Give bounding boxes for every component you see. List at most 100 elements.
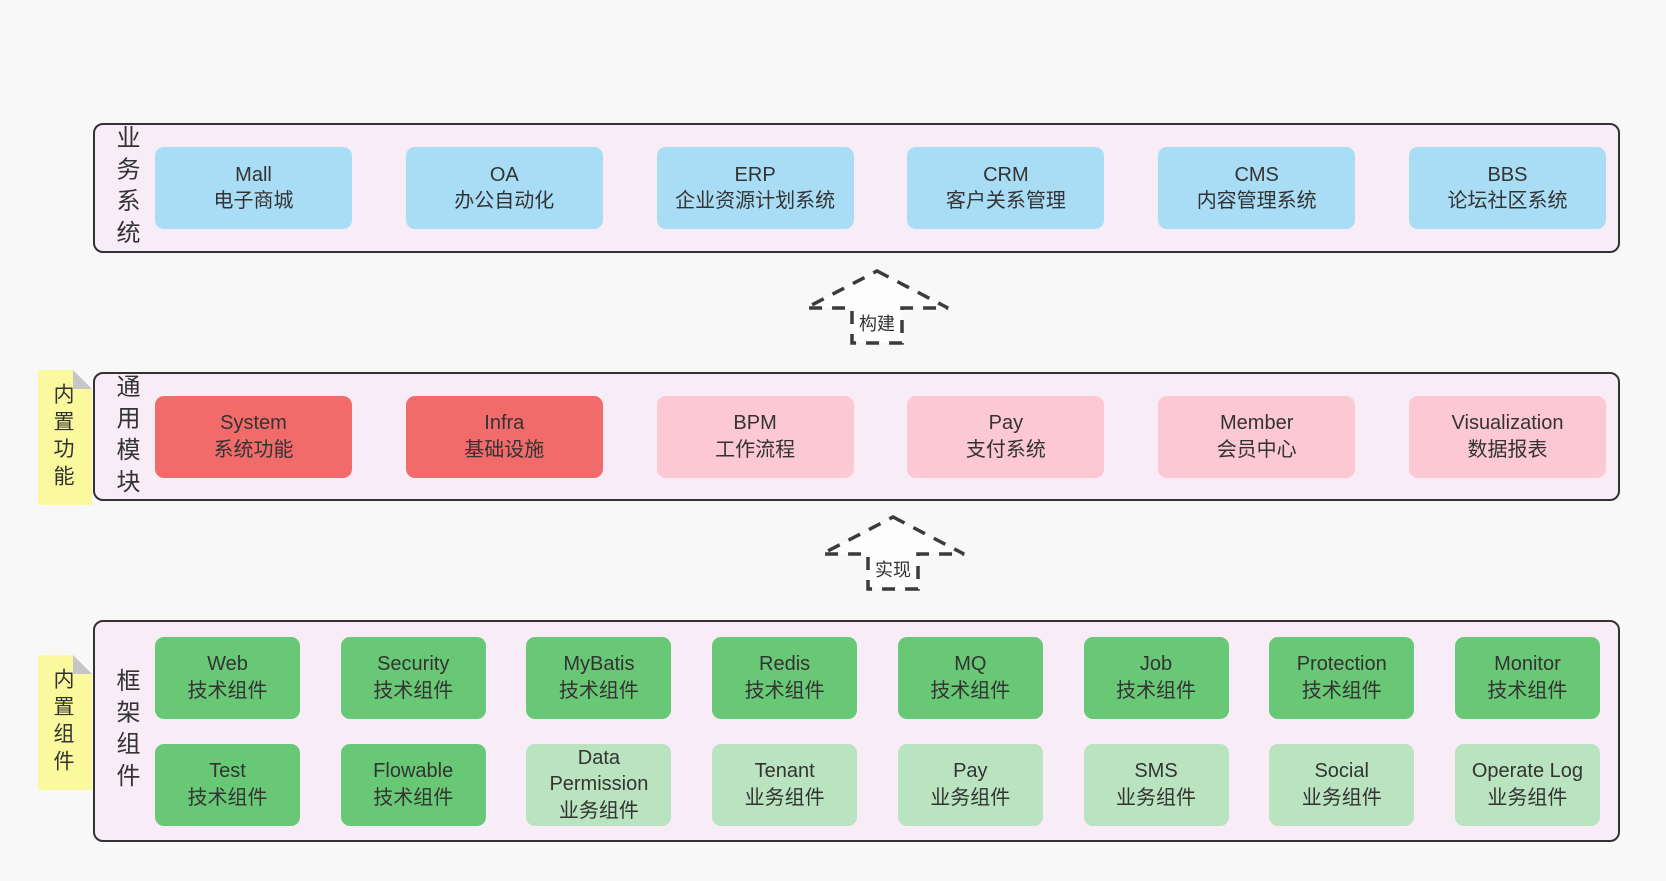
box-title: Job <box>1139 653 1173 676</box>
folded-corner-icon <box>73 370 92 389</box>
box-subtitle: 业务组件 <box>1301 786 1382 809</box>
box-title: Operate Log <box>1471 760 1584 783</box>
box-title: Test <box>209 760 246 783</box>
box-title: Pay <box>953 760 988 783</box>
box-subtitle: 业务组件 <box>558 799 639 822</box>
framework-components-band: 框架组件 Web 技术组件 Security 技术组件 MyBatis 技术组件… <box>93 620 1620 842</box>
box-sms: SMS 业务组件 <box>1083 743 1229 826</box>
box-subtitle: 工作流程 <box>715 438 796 461</box>
box-infra: Infra 基础设施 <box>405 395 603 478</box>
box-subtitle: 技术组件 <box>373 786 454 809</box>
box-title: OA <box>489 163 519 186</box>
sticky-note-label: 内置功能 <box>51 382 74 493</box>
box-subtitle: 业务组件 <box>1487 786 1568 809</box>
box-visualization: Visualization 数据报表 <box>1408 395 1606 478</box>
box-title: Pay <box>988 412 1024 435</box>
box-member: Member 会员中心 <box>1158 395 1356 478</box>
box-social: Social 业务组件 <box>1269 743 1415 826</box>
box-title: Infra <box>484 412 525 435</box>
box-pay-biz: Pay 业务组件 <box>897 743 1043 826</box>
box-title: System <box>220 412 287 435</box>
box-title: Tenant <box>754 760 815 783</box>
box-subtitle: 技术组件 <box>1487 679 1568 702</box>
box-mybatis: MyBatis 技术组件 <box>526 636 672 719</box>
box-flowable: Flowable 技术组件 <box>340 743 486 826</box>
box-title: Redis <box>759 653 811 676</box>
box-title: ERP <box>734 163 776 186</box>
box-subtitle: 技术组件 <box>930 679 1011 702</box>
dashed-up-arrow-shape <box>821 515 965 591</box>
box-job: Job 技术组件 <box>1083 636 1229 719</box>
box-title: BPM <box>733 412 777 435</box>
box-title: Member <box>1220 412 1294 435</box>
sticky-note-builtin-components: 内置组件 <box>38 655 92 790</box>
box-protection: Protection 技术组件 <box>1269 636 1415 719</box>
box-subtitle: 会员中心 <box>1216 438 1297 461</box>
box-title: Social <box>1314 760 1369 783</box>
box-monitor: Monitor 技术组件 <box>1454 636 1600 719</box>
box-title: Security <box>377 653 450 676</box>
box-subtitle: 客户关系管理 <box>945 190 1066 212</box>
sticky-note-label: 内置组件 <box>51 667 74 778</box>
box-cms: CMS 内容管理系统 <box>1158 147 1356 229</box>
box-bbs: BBS 论坛社区系统 <box>1408 147 1606 229</box>
box-title: BBS <box>1487 163 1528 186</box>
common-modules-band: 通用模块 System 系统功能 Infra 基础设施 BPM 工作流程 Pay… <box>93 372 1620 501</box>
box-title: MQ <box>954 653 987 676</box>
implement-arrow-label: 实现 <box>872 556 914 582</box>
box-title: Monitor <box>1494 653 1561 676</box>
box-title: Flowable <box>373 760 454 783</box>
box-subtitle: 企业资源计划系统 <box>675 190 836 212</box>
box-subtitle: 电子商城 <box>213 190 294 212</box>
box-subtitle: 技术组件 <box>187 679 268 702</box>
box-mq: MQ 技术组件 <box>897 636 1043 719</box>
box-erp: ERP 企业资源计划系统 <box>656 147 854 229</box>
box-subtitle: 支付系统 <box>965 438 1046 461</box>
band-label-framework: 框架组件 <box>112 667 139 795</box>
box-pay: Pay 支付系统 <box>907 395 1105 478</box>
box-security: Security 技术组件 <box>340 636 486 719</box>
band-label-business: 业务系统 <box>112 124 139 252</box>
box-bpm: BPM 工作流程 <box>656 395 854 478</box>
box-subtitle: 内容管理系统 <box>1196 190 1317 212</box>
box-test: Test 技术组件 <box>155 743 300 826</box>
box-operate-log: Operate Log 业务组件 <box>1454 743 1600 826</box>
box-title: MyBatis <box>563 653 635 676</box>
box-title: SMS <box>1134 760 1178 783</box>
band-label-modules: 通用模块 <box>112 373 139 500</box>
box-tenant: Tenant 业务组件 <box>712 743 858 826</box>
box-redis: Redis 技术组件 <box>712 636 858 719</box>
box-mall: Mall 电子商城 <box>155 147 352 229</box>
business-systems-band: 业务系统 Mall 电子商城 OA 办公自动化 ERP 企业资源计划系统 CRM… <box>93 123 1620 253</box>
box-title: Data Permission <box>549 746 649 796</box>
box-title: Mall <box>235 163 272 186</box>
box-title: CRM <box>983 163 1029 186</box>
box-subtitle: 基础设施 <box>464 438 545 461</box>
dashed-up-arrow-shape <box>805 269 949 345</box>
box-subtitle: 系统功能 <box>213 438 294 461</box>
box-subtitle: 办公自动化 <box>454 190 555 212</box>
box-oa: OA 办公自动化 <box>405 147 603 229</box>
box-subtitle: 技术组件 <box>558 679 639 702</box>
box-title: Visualization <box>1451 412 1564 435</box>
box-subtitle: 数据报表 <box>1467 438 1548 461</box>
box-subtitle: 业务组件 <box>930 786 1011 809</box>
box-subtitle: 技术组件 <box>1301 679 1382 702</box>
box-subtitle: 技术组件 <box>1116 679 1197 702</box>
implement-arrow-icon: 实现 <box>818 514 968 592</box>
box-subtitle: 业务组件 <box>744 786 825 809</box>
box-subtitle: 技术组件 <box>373 679 454 702</box>
box-title: Web <box>207 653 248 676</box>
folded-corner-icon <box>73 655 92 674</box>
box-subtitle: 技术组件 <box>744 679 825 702</box>
box-subtitle: 论坛社区系统 <box>1447 190 1568 212</box>
framework-components-grid: Web 技术组件 Security 技术组件 MyBatis 技术组件 Redi… <box>155 622 1600 840</box>
common-modules-row: System 系统功能 Infra 基础设施 BPM 工作流程 Pay 支付系统… <box>155 374 1606 499</box>
build-arrow-icon: 构建 <box>802 268 952 346</box>
framework-row-2: Test 技术组件 Flowable 技术组件 Data Permission … <box>155 743 1600 826</box>
box-title: CMS <box>1234 163 1279 186</box>
framework-row-1: Web 技术组件 Security 技术组件 MyBatis 技术组件 Redi… <box>155 636 1600 719</box>
box-data-permission: Data Permission 业务组件 <box>526 743 672 826</box>
box-system: System 系统功能 <box>155 395 352 478</box>
business-systems-row: Mall 电子商城 OA 办公自动化 ERP 企业资源计划系统 CRM 客户关系… <box>155 125 1606 251</box>
